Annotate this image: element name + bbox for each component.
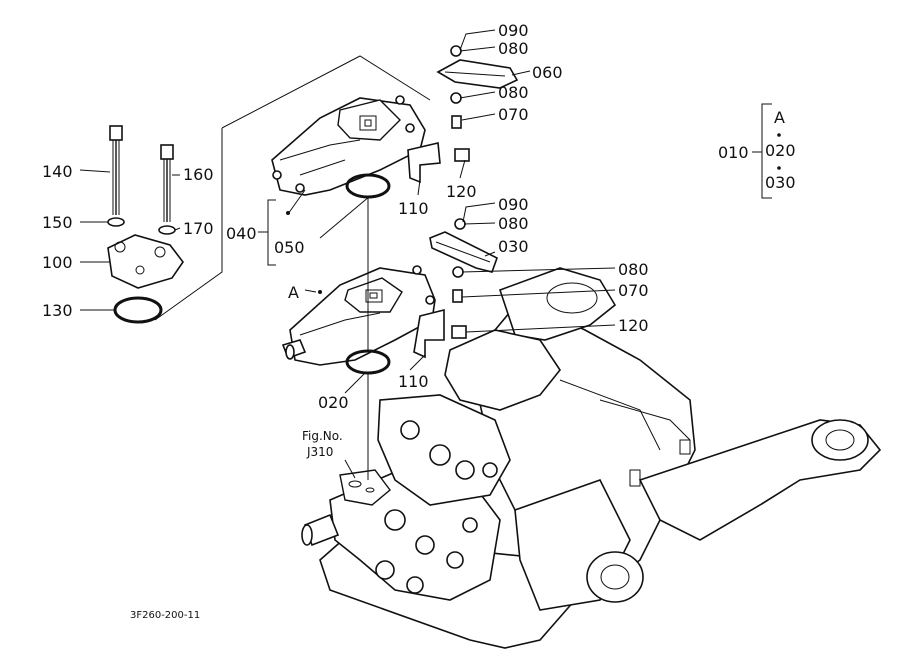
callout-110-upper: 110 (398, 199, 429, 218)
callout-170: 170 (183, 219, 214, 238)
legend-dot (777, 133, 781, 137)
callout-120-upper: 120 (446, 182, 477, 201)
callout-150: 150 (42, 213, 73, 232)
drawing-number: 3F260-200-11 (130, 610, 200, 621)
callout-A-marker: A (288, 283, 299, 302)
assembly-outline (154, 55, 431, 480)
callout-090-upper: 090 (498, 21, 529, 40)
callout-120-lower: 120 (618, 316, 649, 335)
callout-020: 020 (318, 393, 349, 412)
callout-130: 130 (42, 301, 73, 320)
valve-section-A (281, 265, 445, 375)
bolt-120-lower (451, 325, 467, 339)
legend-item-020: 020 (765, 141, 796, 160)
fig-ref-line1: Fig.No. (302, 429, 343, 443)
lever-plate-030 (429, 218, 498, 303)
callout-050: 050 (274, 238, 305, 257)
callout-160: 160 (183, 165, 214, 184)
control-valve-illustration (301, 394, 511, 601)
leader-lines (79, 29, 616, 479)
callout-090-lower: 090 (498, 195, 529, 214)
upper-valve-section (271, 95, 441, 199)
legend-dot (777, 166, 781, 170)
bullet-dot (318, 290, 322, 294)
tractor-body-illustration (319, 267, 882, 649)
end-cover-parts (107, 125, 184, 324)
legend-item-030: 030 (765, 173, 796, 192)
assembly-legend: A 010 020 030 (718, 103, 796, 199)
callout-040: 040 (226, 224, 257, 243)
callout-110-lower: 110 (398, 372, 429, 391)
legend-assembly-number: 010 (718, 143, 749, 162)
callout-070-upper: 070 (498, 105, 529, 124)
legend-group-label: A (774, 108, 785, 127)
callout-080-lower-b: 080 (618, 260, 649, 279)
callout-labels: 090 080 060 080 070 120 110 050 040 090 … (42, 21, 649, 412)
callout-060: 060 (532, 63, 563, 82)
callout-140: 140 (42, 162, 73, 181)
callout-030: 030 (498, 237, 529, 256)
callout-080-upper-a: 080 (498, 39, 529, 58)
bullet-dot (286, 211, 290, 215)
callout-070-lower: 070 (618, 281, 649, 300)
callout-080-lower-a: 080 (498, 214, 529, 233)
callout-100: 100 (42, 253, 73, 272)
figure-reference: Fig.No. J310 (302, 429, 343, 459)
lever-plate-060 (436, 45, 519, 129)
bolt-120-upper (454, 148, 470, 162)
callout-080-upper-b: 080 (498, 83, 529, 102)
fig-ref-line2: J310 (306, 445, 333, 459)
